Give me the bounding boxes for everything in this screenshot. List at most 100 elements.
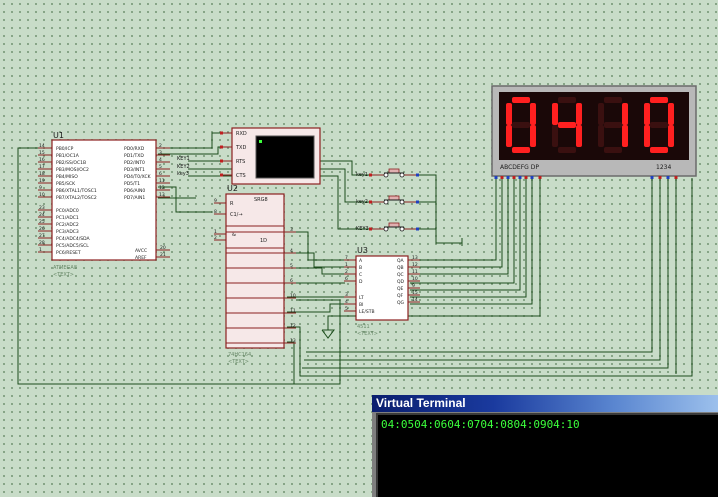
u1-pin-name: PD4/T0/XCK [124,174,152,180]
seven-segment-display[interactable]: ABCDEFG DP 1234 [491,85,697,179]
u1-pin-name: PC1/ADC1 [56,215,79,221]
u3-pin-name: QC [397,272,404,278]
display-pin [506,176,510,179]
u2-pin-name: C1/→ [230,212,243,218]
segment-b [530,103,536,125]
u1-pin-name: PC0/ADC0 [56,208,79,214]
u3-pin-name: QF [397,293,404,299]
u2-pin-number: 11 [290,308,296,314]
u3-body[interactable] [355,255,409,321]
u3-pin-number: 4 [345,299,348,305]
vt-pin-dot [220,131,223,135]
display-pin [666,176,670,179]
segment-c [530,125,536,147]
u1-ref: U1 [53,131,64,140]
vt-pin-name: TXD [235,145,246,151]
display-digit-3 [598,97,628,153]
u1-text-tag: <TEXT> [53,272,74,278]
u2-pin-number: 12 [290,323,296,329]
virtual-terminal-titlebar[interactable]: Virtual Terminal [372,395,718,412]
u1-pin-number: 15 [39,150,45,156]
u2-pin-number: 2 [214,235,217,241]
virtual-terminal-window[interactable]: Virtual Terminal 04:0504:0604:0704:0804:… [372,395,718,497]
u1-pin-number: 19 [39,178,45,184]
u1-pin-name: PB5/SCK [56,181,76,187]
virtual-terminal-output: 04:0504:0604:0704:0804:0904:10 [381,418,580,431]
push-button-label: key2 [356,199,368,205]
display-pin [530,176,534,179]
segment-g [650,122,668,128]
segment-f [506,103,512,125]
virtual-terminal-screen[interactable]: 04:0504:0604:0704:0804:0904:10 [376,413,718,497]
u3-pin-number: 1 [345,262,348,268]
u3-pin-name: QA [397,258,405,264]
u1-pin-number: 14 [39,143,45,149]
vt-symbol-cursor [259,140,262,143]
u3-pin-name: LE/STB [359,309,375,315]
u3-pin-number: 13 [412,255,418,261]
u3-pin-number: 9 [412,283,415,289]
u3-pin-number: 5 [345,306,348,312]
u1-pin-name: PC4/ADC4/SDA [56,236,91,242]
segment-d [558,147,576,153]
display-pin [518,176,522,179]
segment-f [552,103,558,125]
u2-ref: U2 [227,184,238,193]
u1-pin-number: 9 [39,185,42,191]
u2-pin-number: 3 [290,227,293,233]
u3-pin-name: QD [397,279,405,285]
u1-pin-name: PB1/OC1A [56,153,80,159]
segment-a [558,97,576,103]
u3-pin-name: LT [359,295,364,301]
u1-body[interactable] [51,139,157,261]
push-button-2[interactable]: key2 [356,195,419,205]
u1-pin-number: 23 [39,205,45,211]
display-pin [658,176,662,179]
u1-pin-name: PC3/ADC3 [56,229,79,235]
push-button-3[interactable]: KEY3 [356,222,419,232]
push-button-label: key1 [356,172,368,178]
vt-pin-name: CTS [236,173,246,179]
segment-g [604,122,622,128]
u1-pin-name: PB4/MISO [56,174,78,180]
u2-body[interactable] [225,193,285,349]
u3-pin-name: QB [397,265,404,271]
u1-atmega8[interactable]: U1 ATMEGA8 <TEXT> 14PB0/ICP15PB1/OC1A16P… [38,131,170,278]
segment-d [650,147,668,153]
display-pin [512,176,516,179]
u2-pin-number: 4 [290,248,293,254]
display-digit-4 [644,97,674,153]
u3-ref: U3 [357,246,368,255]
display-pin [650,176,654,179]
display-digit-label: 1234 [656,164,671,171]
u2-part: 74HC164 [228,352,251,358]
u2-pin-number: 10 [290,293,296,299]
u1-pin-number: 1 [39,247,42,253]
u1-pin-number: 11 [159,178,165,184]
u1-pin-number: 16 [39,157,45,163]
u2-pin-number: 8 [214,209,217,215]
vt-pin-dot [220,145,223,149]
u1-pin-number: 13 [159,192,165,198]
push-button-1[interactable]: key1 [356,168,419,178]
segment-f [598,103,604,125]
u3-pin-number: 7 [345,255,348,261]
u3-pin-name: B [359,265,362,271]
segment-g [512,122,530,128]
u1-pin-name: PB0/ICP [56,146,74,152]
display-pin [500,176,504,179]
segment-c [668,125,674,147]
u3-pin-number: 2 [345,269,348,275]
net-label-key1: KEY1 [177,156,190,162]
vt-pin-name: RXD [236,131,247,137]
u2-pin-number: 6 [290,278,293,284]
segment-c [576,125,582,147]
